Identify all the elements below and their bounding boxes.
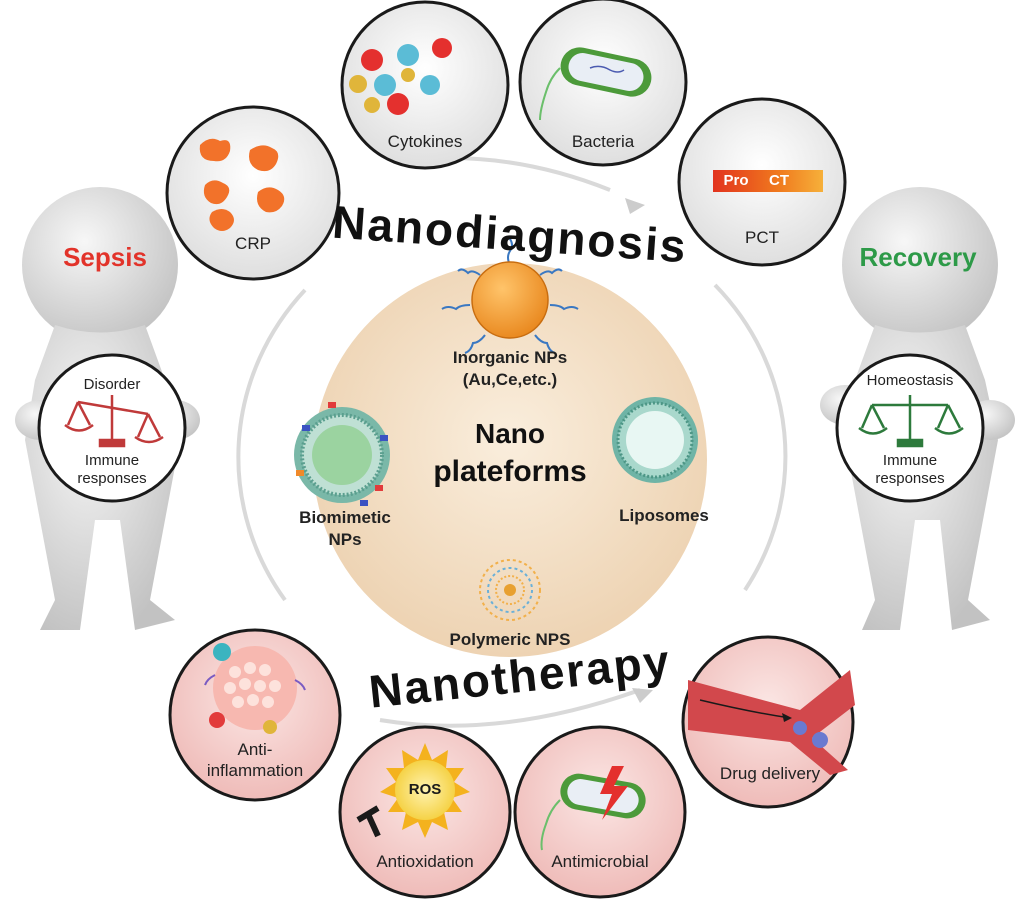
inorganic-np-label-1: Inorganic NPs [452, 348, 568, 367]
blood-vessel-icon [688, 670, 855, 775]
right-guide-arc [713, 283, 788, 592]
bottom-guide-arc [379, 688, 641, 728]
antioxidation-circle [338, 725, 512, 899]
biomimetic-np-label-2: NPs [328, 530, 362, 549]
liposome-icon [612, 397, 698, 483]
pct-bar-pro-label: Pro [723, 172, 749, 189]
disorder-label: Disorder [83, 376, 141, 393]
inorganic-np-label-2: (Au,Ce,etc.) [462, 370, 558, 389]
bacterium-icon [539, 47, 652, 121]
polymeric-np-label: Polymeric NPS [449, 630, 571, 649]
cytokines-circle [340, 0, 510, 170]
ros-label: ROS [408, 781, 442, 798]
polymeric-np-icon [479, 559, 541, 621]
antimicrobial-circle [513, 725, 687, 899]
sepsis-title: Sepsis [63, 242, 147, 272]
anti-inflammation-label-1: Anti- [237, 740, 273, 759]
antioxidation-label: Antioxidation [376, 852, 474, 871]
immune-label-right-2: responses [875, 470, 945, 487]
liposomes-label: Liposomes [619, 506, 709, 525]
anti-inflammation-circle [168, 628, 342, 802]
immune-label-left-1: Immune [84, 452, 140, 469]
immune-label-right-1: Immune [882, 452, 938, 469]
biomimetic-np-label-1: Biomimetic [299, 508, 391, 527]
inorganic-np-icon [441, 238, 579, 354]
drug-delivery-circle [681, 635, 855, 809]
nanoparticle-cluster-icon [204, 643, 306, 734]
balanced-scale-icon [858, 395, 964, 448]
pct-bar [713, 170, 823, 192]
homeostasis-label: Homeostasis [866, 372, 954, 389]
left-guide-arc [236, 288, 307, 602]
crp-label: CRP [235, 234, 271, 253]
bacteria-label: Bacteria [571, 132, 635, 151]
nano-platforms-title-1: Nano [475, 418, 545, 449]
drug-delivery-label: Drug delivery [719, 764, 821, 783]
recovery-title: Recovery [859, 242, 977, 272]
lightning-icon [600, 766, 628, 820]
ros-sun-icon [380, 743, 470, 838]
immune-label-left-2: responses [77, 470, 147, 487]
bacteria-circle [518, 0, 688, 167]
cytokines-label: Cytokines [387, 132, 463, 151]
inhibit-icon [356, 805, 381, 838]
biomimetic-np-icon [294, 402, 390, 506]
sepsis-figure [15, 187, 200, 630]
bottom-arrow-icon [632, 688, 653, 703]
crp-protein-icon [199, 138, 285, 231]
top-arrow-icon [625, 198, 645, 214]
pct-label: PCT [745, 228, 779, 247]
crp-circle [165, 105, 341, 281]
antimicrobial-label: Antimicrobial [551, 852, 649, 871]
pct-circle [677, 97, 847, 267]
unbalanced-scale-icon [64, 395, 164, 448]
nano-platforms-title-2: plateforms [433, 455, 587, 488]
cytokines-icon [349, 38, 452, 115]
recovery-figure [820, 187, 1015, 630]
anti-inflammation-label-2: inflammation [206, 761, 304, 780]
pct-bar-ct-label: CT [769, 172, 789, 189]
